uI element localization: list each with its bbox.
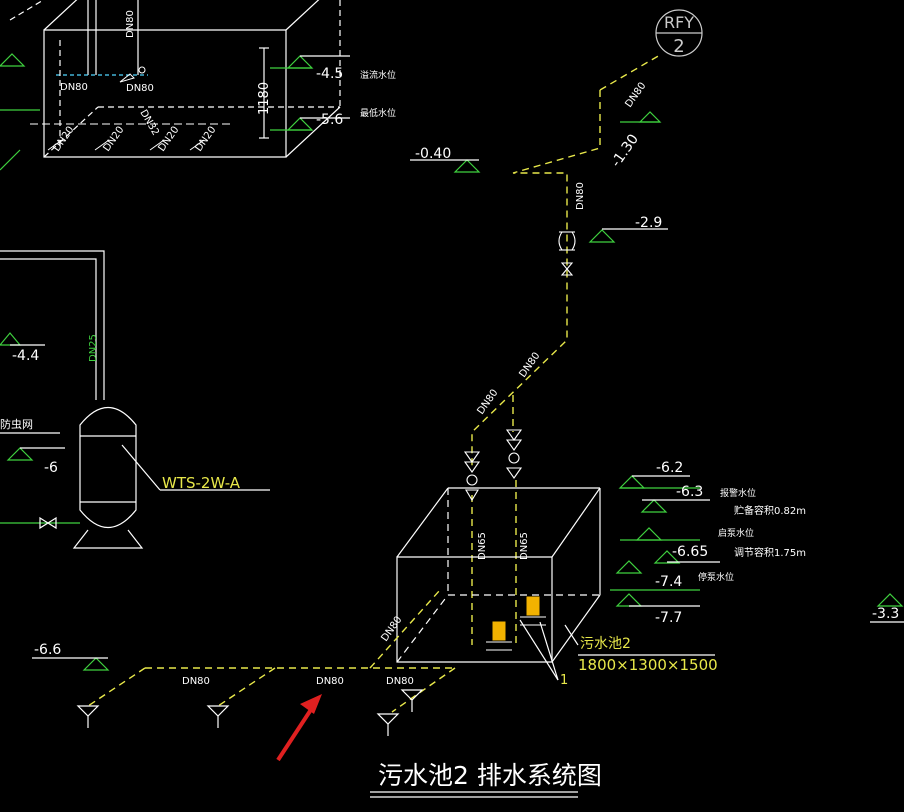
level-5-6-note: 最低水位	[360, 107, 396, 119]
level-1-30: -1.30	[608, 131, 642, 170]
t2-note-start: 启泵水位	[718, 527, 754, 539]
pump-units	[492, 596, 540, 641]
top-dn80-b: DN80	[126, 83, 154, 94]
riser-level-marks	[410, 111, 668, 243]
upper-tank	[9, 0, 341, 158]
left-level-6-6: -6.6	[34, 642, 61, 658]
top-dn20-1: DN20	[51, 125, 76, 154]
bottom-dn80-3: DN80	[386, 676, 414, 687]
dn65-right: DN65	[519, 532, 530, 560]
top-dn80-a: DN80	[60, 82, 88, 93]
tank2-size: 1800×1300×1500	[578, 656, 718, 674]
t2-note-stop: 停泵水位	[698, 571, 734, 583]
rfy-num-text: 2	[673, 36, 684, 57]
t2-level-6-2: -6.2	[656, 460, 683, 476]
text-layer: RFY 2 1180 DN80 DN80 DN80 DN32 DN20 DN20…	[0, 10, 899, 790]
left-equipment	[0, 250, 270, 549]
level-4-5: -4.5	[316, 66, 343, 82]
level-4-5-note: 溢流水位	[360, 69, 396, 81]
riser-fittings	[463, 231, 576, 502]
upper-level-marks	[270, 55, 350, 131]
pump-bases	[486, 616, 546, 651]
floor-drains	[76, 689, 424, 736]
rfy-bubble	[655, 9, 703, 57]
insect-net-label: 防虫网	[0, 417, 33, 431]
bottom-dn80-1: DN80	[182, 676, 210, 687]
tank2-name: 污水池2	[580, 636, 631, 652]
t2-level-6-3: -6.3	[676, 484, 703, 500]
dn25-label: DN25	[88, 334, 99, 362]
t2-note-alarm: 报警水位	[720, 487, 756, 499]
top-dn20-2: DN20	[101, 125, 126, 154]
riser-dn80-top: DN80	[623, 81, 648, 110]
left-level-marks	[0, 53, 904, 671]
top-dn32: DN32	[137, 108, 160, 138]
riser-dn80-vert: DN80	[575, 182, 586, 210]
right-level-3-3: -3.3	[872, 606, 899, 622]
left-level-6: -6	[44, 460, 58, 476]
tank2-level-marks	[610, 475, 720, 607]
sewage-tank-2	[396, 487, 715, 681]
pump-tag: 1	[560, 673, 568, 688]
riser-pipe	[471, 54, 661, 645]
level-2-9: -2.9	[635, 215, 662, 231]
red-pointer-arrow	[276, 694, 322, 762]
level-5-6: -5.6	[316, 112, 343, 128]
dim-1180: 1180	[257, 82, 272, 115]
dn65-left: DN65	[477, 532, 488, 560]
bottom-drain	[87, 589, 456, 713]
top-dn20-4: DN20	[193, 125, 218, 154]
upper-tank-nozzles	[30, 66, 230, 151]
t2-level-7-4: -7.4	[655, 574, 682, 590]
t2-level-6-65: -6.65	[672, 544, 708, 560]
t2-level-7-7: -7.7	[655, 610, 682, 626]
t2-note-adjust: 调节容积1.75m	[734, 546, 806, 559]
bottom-dn80-2: DN80	[316, 676, 344, 687]
riser-dn80-diag2: DN80	[475, 388, 500, 417]
top-dn20-3: DN20	[156, 125, 181, 154]
rfy-top-text: RFY	[664, 13, 694, 32]
dn80-tank-diag: DN80	[379, 615, 404, 644]
title-underline	[370, 791, 578, 798]
top-dn80-v: DN80	[125, 10, 136, 38]
left-level-4-4: -4.4	[12, 348, 39, 364]
level-0-40: -0.40	[415, 146, 451, 162]
drawing-title: 污水池2 排水系统图	[378, 761, 602, 790]
equipment-label: WTS-2W-A	[162, 474, 241, 492]
t2-note-reserve: 贮备容积0.82m	[734, 504, 806, 517]
